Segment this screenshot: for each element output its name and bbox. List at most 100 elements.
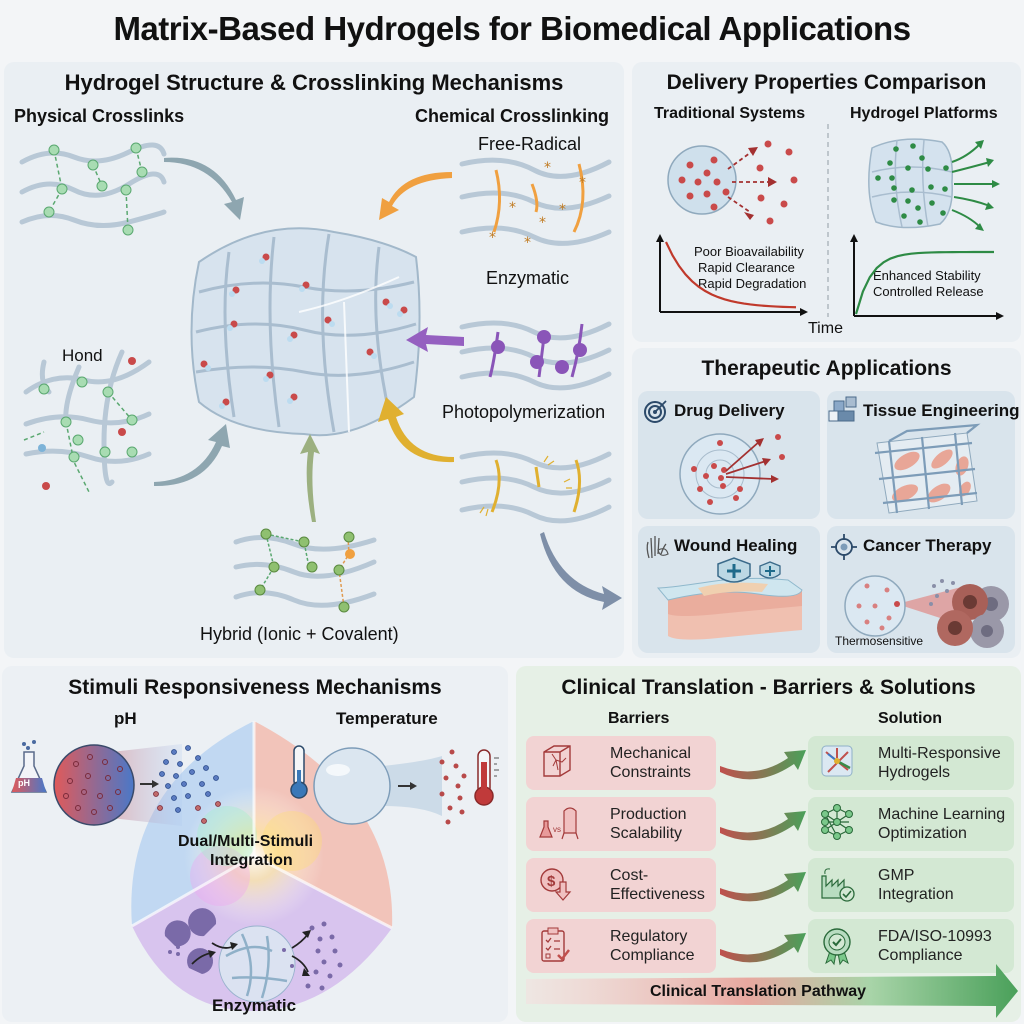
- water-molecules-left: [38, 357, 136, 490]
- barrier-to-solution-arrow: [720, 933, 806, 963]
- stimuli-panel: Stimuli Responsiveness Mechanisms pH pH …: [2, 666, 508, 1022]
- hydrogel-heading: Hydrogel Platforms: [850, 105, 998, 122]
- barrier-line-1: Mechanical: [610, 745, 691, 762]
- solution-line-2: Optimization: [878, 825, 967, 842]
- wound-healing-illustration: [656, 557, 803, 640]
- solution-text: Multi-Responsive Hydrogels: [878, 744, 1001, 782]
- card-tissue-engineering: Tissue Engineering: [827, 391, 1020, 519]
- card-title: Wound Healing: [674, 536, 798, 555]
- stimuli-panel-title: Stimuli Responsiveness Mechanisms: [68, 676, 442, 699]
- degrading-hydrogel-sphere: [218, 925, 296, 1003]
- delivery-panel-title: Delivery Properties Comparison: [666, 71, 987, 94]
- nanoparticle-sphere: [667, 145, 737, 215]
- solution-box: GMP Integration: [808, 858, 1014, 912]
- solution-text: GMP Integration: [878, 866, 954, 904]
- drug-delivery-illustration: [679, 433, 785, 515]
- pathway-arrow: [526, 964, 1018, 1018]
- arrow-photo: [378, 397, 454, 463]
- ph-responsive-sphere: [53, 744, 135, 826]
- pathway-label: Clinical Translation Pathway: [650, 983, 867, 1000]
- enzymatic-label: Enzymatic: [212, 996, 297, 1015]
- cold-thermometer-icon: [290, 745, 308, 799]
- arrow-hybrid: [300, 434, 320, 522]
- card-cancer-therapy: Cancer Therapy Thermosensitive: [827, 526, 1015, 653]
- physical-crosslinks-heading: Physical Crosslinks: [14, 106, 185, 126]
- physical-crosslink-network: [19, 142, 167, 228]
- barrier-line-1: Regulatory: [610, 928, 688, 945]
- arrow-enzymatic: [406, 327, 464, 352]
- solution-line-1: FDA/ISO-10993: [878, 928, 992, 945]
- barrier-to-solution-arrow: [720, 750, 806, 780]
- barrier-line-2: Effectiveness: [610, 886, 705, 903]
- method-free-radical: Free-Radical: [478, 134, 582, 154]
- clipboard-check-icon: [541, 927, 570, 962]
- solution-box: FDA/ISO-10993 Compliance: [808, 919, 1014, 973]
- thermo-responsive-sphere: [313, 747, 391, 825]
- arrow-physical: [164, 157, 244, 220]
- solution-line-2: Integration: [878, 886, 954, 903]
- tissue-scaffold-illustration: [874, 423, 981, 514]
- barrier-line-2: Constraints: [610, 764, 691, 781]
- card-wound-healing: Wound Healing: [638, 526, 820, 653]
- factory-check-icon: [821, 868, 855, 902]
- time-axis-label: Time: [808, 320, 843, 337]
- blocks-icon: [828, 396, 857, 422]
- chemical-crosslinking-heading: Chemical Crosslinking: [415, 106, 610, 126]
- svg-text:*: *: [509, 200, 516, 216]
- structure-panel: Hydrogel Structure & Crosslinking Mechan…: [4, 62, 624, 658]
- svg-text:*: *: [579, 175, 586, 191]
- method-enzymatic: Enzymatic: [486, 268, 570, 288]
- ph-label: pH: [114, 709, 137, 728]
- neural-network-icon: [821, 804, 853, 840]
- hydrogel-note-2: Controlled Release: [873, 284, 984, 299]
- barrier-line-2: Scalability: [610, 825, 683, 842]
- dollar-down-icon: $: [540, 868, 572, 901]
- clinical-panel: Clinical Translation - Barriers & Soluti…: [516, 666, 1021, 1022]
- traditional-note-2: Rapid Clearance: [698, 260, 795, 275]
- barrier-box: vs Production Scalability: [526, 797, 716, 851]
- barrier-to-solution-arrow: [720, 872, 806, 902]
- svg-text:$: $: [547, 873, 556, 890]
- temperature-label: Temperature: [336, 709, 438, 728]
- solution-line-1: Multi-Responsive: [878, 745, 1001, 762]
- structure-illustration: *******: [19, 142, 622, 613]
- svg-text:*: *: [539, 215, 546, 231]
- hand-leaf-icon: [646, 536, 669, 559]
- arrow-hond: [154, 424, 230, 487]
- solution-box: Machine Learning Optimization: [808, 797, 1014, 851]
- hydrogel-network-icon: [821, 745, 853, 777]
- center-label-line-2: Integration: [210, 852, 293, 869]
- solution-box: Multi-Responsive Hydrogels: [808, 736, 1014, 790]
- solutions-heading: Solution: [878, 710, 942, 727]
- hydrogel-release-chart: [850, 234, 1004, 320]
- hybrid-label: Hybrid (Ionic + Covalent): [200, 624, 399, 644]
- svg-text:*: *: [559, 202, 566, 218]
- svg-text:*: *: [489, 230, 496, 246]
- card-drug-delivery: Drug Delivery: [638, 391, 820, 519]
- cracked-cube-icon: [543, 745, 571, 777]
- main-title: Matrix-Based Hydrogels for Biomedical Ap…: [113, 10, 911, 47]
- center-label-line-1: Dual/Multi-Stimuli: [178, 833, 314, 850]
- therapeutic-panel-title: Therapeutic Applications: [701, 357, 952, 380]
- traditional-note-3: Rapid Degradation: [698, 276, 807, 291]
- flask-ph-text: pH: [18, 778, 30, 788]
- delivery-illustration: [656, 124, 1004, 320]
- barrier-line-1: Cost-: [610, 867, 649, 884]
- flask-vs-reactor-icon: vs: [539, 807, 579, 840]
- traditional-heading: Traditional Systems: [654, 105, 806, 122]
- crosshair-icon: [831, 534, 857, 560]
- barriers-heading: Barriers: [608, 710, 670, 727]
- hydrogel-platform-cube: [868, 138, 954, 229]
- ph-flask-icon: [10, 740, 48, 793]
- barrier-text: Production Scalability: [610, 805, 687, 843]
- structure-panel-title: Hydrogel Structure & Crosslinking Mechan…: [64, 70, 564, 95]
- method-photopolymerization: Photopolymerization: [442, 402, 606, 422]
- solution-text: Machine Learning Optimization: [878, 805, 1005, 843]
- barrier-to-solution-arrow: [720, 811, 806, 841]
- solution-line-1: GMP: [878, 867, 915, 884]
- solution-line-1: Machine Learning: [878, 806, 1006, 823]
- therapeutic-panel: Therapeutic Applications Drug Delivery T…: [632, 348, 1021, 658]
- solution-text: FDA/ISO-10993 Compliance: [878, 927, 992, 965]
- physical-sub-label: Hond: [62, 346, 103, 365]
